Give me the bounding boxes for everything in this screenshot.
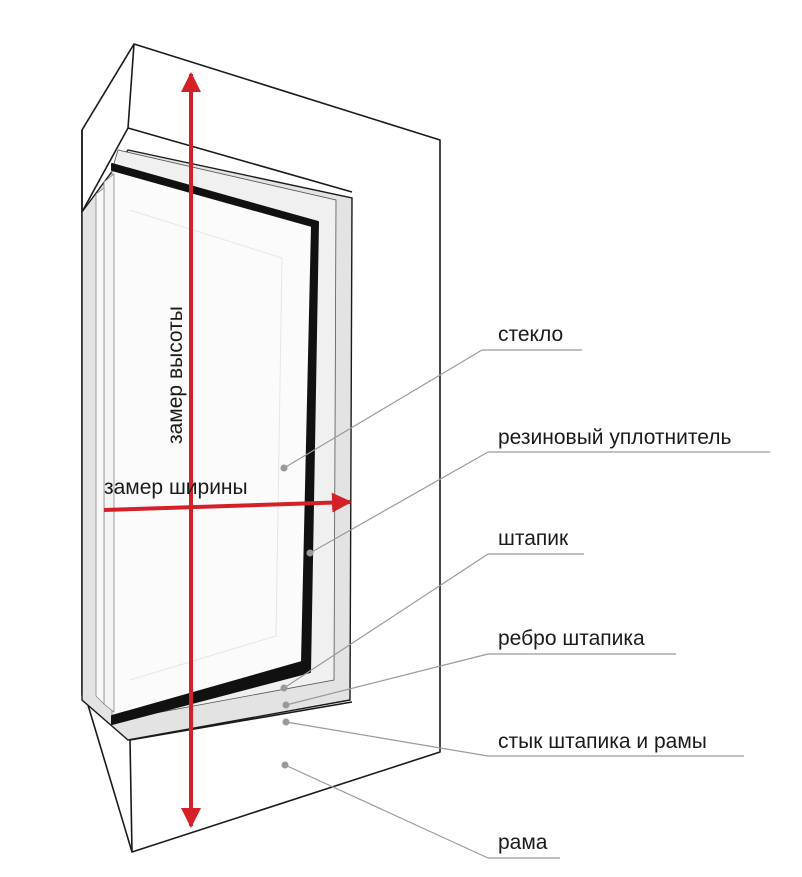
label-bead-edge: ребро штапика — [498, 627, 645, 650]
width-measure-label: замер ширины — [104, 476, 248, 499]
leader-glass — [280, 349, 582, 472]
leader-bead-edge — [282, 653, 676, 709]
label-frame: рама — [498, 831, 548, 854]
leader-rubber-seal — [306, 451, 770, 557]
leader-bead-frame-joint — [282, 718, 744, 757]
leader-frame — [281, 761, 560, 859]
label-glass: стекло — [498, 323, 563, 346]
width-arrow — [103, 492, 352, 513]
leader-glazing-bead — [280, 553, 584, 692]
label-glazing-bead: штапик — [498, 527, 569, 550]
rubber-seal — [111, 163, 319, 725]
label-bead-frame-joint: стык штапика и рамы — [498, 730, 707, 753]
label-rubber-seal: резиновый уплотнитель — [498, 426, 731, 449]
glass — [95, 169, 313, 717]
height-measure-label: замер высоты — [164, 306, 187, 444]
